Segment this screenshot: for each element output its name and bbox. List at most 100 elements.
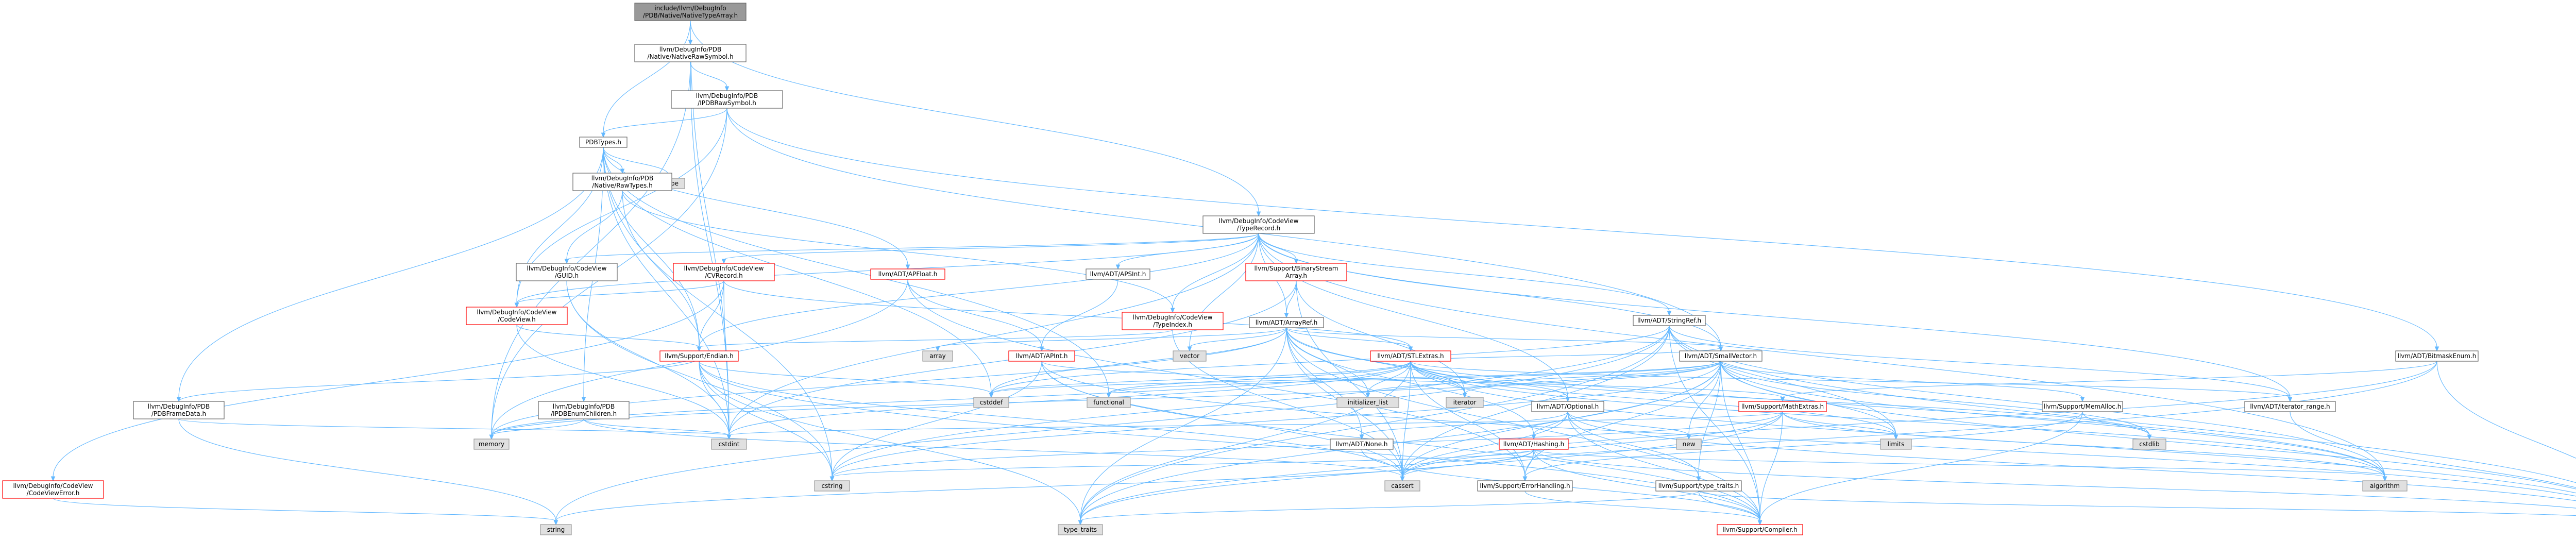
edge-hashing-to-algorithm: [1533, 449, 2387, 482]
node-box-cvrecord: [673, 263, 775, 281]
edge-nativerawsymbol-to-memory: [489, 61, 691, 440]
node-label-bitmaskenum: llvm/ADT/BitmaskEnum.h: [2398, 352, 2477, 360]
node-string: string: [540, 524, 572, 535]
node-box-binarystreamarray: [1245, 263, 1347, 281]
node-box-initializer_list: [1336, 397, 1399, 408]
node-apint[interactable]: llvm/ADT/APInt.h: [1008, 350, 1075, 362]
node-guid[interactable]: llvm/DebugInfo/CodeView/GUID.h: [516, 263, 618, 281]
edge-root-to-pdbtypes: [601, 20, 691, 138]
node-label-type_traits: type_traits: [1064, 526, 1097, 533]
node-cstdint: cstdint: [711, 438, 747, 450]
edge-typerecord-to-binarystreamarray: [1258, 233, 1299, 264]
node-label-algorithm: algorithm: [2370, 482, 2400, 490]
edge-stlextras-to-iteratorrange: [1410, 361, 2293, 402]
edge-arrayref-to-none: [1286, 327, 1364, 440]
node-memalloc[interactable]: llvm/Support/MemAlloc.h: [2042, 401, 2123, 412]
node-ipdbrawsymbol[interactable]: llvm/DebugInfo/PDB/IPDBRawSymbol.h: [671, 90, 783, 109]
edge-arrayref-to-iterator: [1286, 327, 1467, 398]
node-endian[interactable]: llvm/Support/Endian.h: [659, 350, 739, 362]
edge-mathextras-to-cassert: [1400, 411, 1783, 482]
node-errorhandling[interactable]: llvm/Support/ErrorHandling.h: [1477, 480, 1573, 492]
node-label-smallvector: llvm/ADT/SmallVector.h: [1685, 352, 1757, 360]
edge-ipdbenumchildren-to-memory: [489, 418, 584, 440]
node-apsint[interactable]: llvm/ADT/APSInt.h: [1086, 268, 1150, 280]
node-label-codeview: /CodeView.h: [498, 316, 536, 323]
node-label-errorhandling: llvm/Support/ErrorHandling.h: [1480, 482, 1570, 490]
node-smallvector[interactable]: llvm/ADT/SmallVector.h: [1679, 350, 1762, 362]
edge-typerecord-to-cvrecord: [721, 233, 1259, 264]
node-label-rawtypes: llvm/DebugInfo/PDB: [591, 175, 653, 182]
node-pdbtypes[interactable]: PDBTypes.h: [579, 137, 628, 148]
edge-arrayref-to-stlextras: [1286, 327, 1413, 352]
edge-smallvector-to-utility: [1720, 361, 2576, 490]
node-ipdbenumchildren[interactable]: llvm/DebugInfo/PDB/IPDBEnumChildren.h: [538, 401, 630, 419]
node-label-pdbframedata: llvm/DebugInfo/PDB: [148, 403, 210, 410]
edge-layer: [50, 20, 2576, 526]
node-functional: functional: [1087, 397, 1131, 408]
edge-apint-to-cstring: [829, 361, 1042, 482]
node-iteratorrange[interactable]: llvm/ADT/iterator_range.h: [2244, 401, 2336, 412]
node-label-pdbframedata: /PDBFrameData.h: [151, 410, 206, 417]
node-box-endian: [659, 350, 739, 362]
edge-typetraits-to-compiler: [1698, 491, 1762, 526]
edge-codeviewerror-to-string: [53, 498, 558, 526]
node-cvrecord[interactable]: llvm/DebugInfo/CodeView/CVRecord.h: [673, 263, 775, 281]
node-label-typeindex: /TypeIndex.h: [1153, 321, 1192, 328]
node-rawtypes[interactable]: llvm/DebugInfo/PDB/Native/RawTypes.h: [572, 173, 672, 191]
node-type_traits: type_traits: [1058, 524, 1103, 535]
node-optional[interactable]: llvm/ADT/Optional.h: [1531, 401, 1604, 412]
edge-hashing-to-cstring: [829, 449, 1534, 482]
node-label-cstddef: cstddef: [980, 399, 1003, 406]
node-box-cstdlib: [2132, 438, 2166, 450]
node-box-memalloc: [2042, 401, 2123, 412]
edge-binarystreamarray-to-arrayref: [1284, 280, 1297, 318]
node-box-vector: [1173, 350, 1207, 362]
node-label-cstring: cstring: [821, 482, 842, 490]
node-typetraits[interactable]: llvm/Support/type_traits.h: [1655, 480, 1742, 492]
node-codeviewerror[interactable]: llvm/DebugInfo/CodeView/CodeViewError.h: [2, 480, 104, 499]
edge-arrayref-to-hashing: [1286, 327, 1536, 440]
node-label-guid: llvm/DebugInfo/CodeView: [527, 265, 607, 272]
node-label-stlextras: llvm/ADT/STLExtras.h: [1377, 352, 1444, 360]
node-box-functional: [1087, 397, 1131, 408]
node-hashing[interactable]: llvm/ADT/Hashing.h: [1499, 438, 1569, 450]
node-label-codeviewerror: llvm/DebugInfo/CodeView: [13, 482, 93, 490]
node-pdbframedata[interactable]: llvm/DebugInfo/PDB/PDBFrameData.h: [133, 401, 225, 419]
node-label-mathextras: llvm/Support/MathExtras.h: [1741, 403, 1824, 410]
node-label-codeviewerror: /CodeViewError.h: [27, 490, 80, 497]
node-nativerawsymbol[interactable]: llvm/DebugInfo/PDB/Native/NativeRawSymbo…: [634, 44, 747, 62]
edge-rawtypes-to-typeindex: [622, 190, 1175, 313]
node-cstring: cstring: [814, 480, 850, 492]
edge-root-to-typerecord: [690, 20, 1261, 217]
node-limits: limits: [1880, 438, 1912, 450]
edge-typerecord-to-vector: [1187, 233, 1259, 352]
edge-stringref-to-utility: [1669, 325, 2576, 483]
edge-typerecord-to-endian: [697, 233, 1259, 352]
node-box-nativerawsymbol: [634, 44, 747, 62]
node-codeview[interactable]: llvm/DebugInfo/CodeView/CodeView.h: [466, 307, 568, 325]
node-root[interactable]: include/llvm/DebugInfo/PDB/Native/Native…: [634, 3, 747, 21]
node-typeindex[interactable]: llvm/DebugInfo/CodeView/TypeIndex.h: [1122, 312, 1224, 330]
node-mathextras[interactable]: llvm/Support/MathExtras.h: [1738, 401, 1827, 412]
node-box-guid: [516, 263, 618, 281]
node-box-arrayref: [1249, 317, 1324, 328]
edge-arrayref-to-vector: [1187, 327, 1287, 352]
node-compiler[interactable]: llvm/Support/Compiler.h: [1717, 524, 1803, 535]
node-stringref[interactable]: llvm/ADT/StringRef.h: [1633, 315, 1706, 326]
node-label-endian: llvm/Support/Endian.h: [665, 352, 734, 360]
node-bitmaskenum[interactable]: llvm/ADT/BitmaskEnum.h: [2395, 350, 2479, 362]
edge-mathextras-to-limits: [1782, 411, 1899, 440]
node-typerecord[interactable]: llvm/DebugInfo/CodeView/TypeRecord.h: [1202, 215, 1315, 234]
edge-stringref-to-limits: [1669, 325, 1899, 440]
node-stlextras[interactable]: llvm/ADT/STLExtras.h: [1370, 350, 1451, 362]
node-label-arrayref: llvm/ADT/ArrayRef.h: [1256, 319, 1318, 326]
node-none[interactable]: llvm/ADT/None.h: [1330, 438, 1394, 450]
edge-stringref-to-iteratorrange: [1669, 325, 2293, 402]
edge-apfloat-to-errorhandling: [907, 279, 1528, 482]
node-apfloat[interactable]: llvm/ADT/APFloat.h: [870, 268, 945, 280]
node-box-hashing: [1499, 438, 1569, 450]
node-label-ipdbenumchildren: /IPDBEnumChildren.h: [551, 410, 617, 417]
node-box-codeviewerror: [2, 480, 104, 499]
node-arrayref[interactable]: llvm/ADT/ArrayRef.h: [1249, 317, 1324, 328]
